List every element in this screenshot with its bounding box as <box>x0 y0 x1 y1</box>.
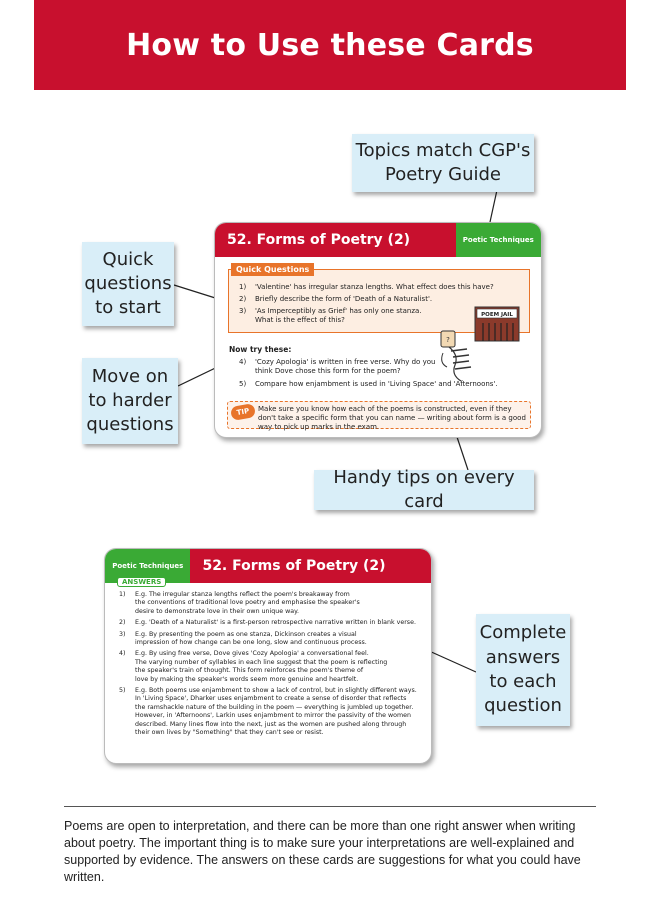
answer-line: 1) E.g. The irregular stanza lengths refl… <box>119 591 350 599</box>
callout-topics-line-2: Poetry Guide <box>385 164 501 185</box>
jail-sign: POEM JAIL <box>481 312 513 318</box>
answer-text: E.g. Both poems use enjambment to show a… <box>135 687 417 694</box>
answer-text: the speaker's train of thought. This for… <box>135 667 364 675</box>
answer-line: 3) E.g. By presenting the poem as one sta… <box>119 631 357 639</box>
callout-answers-line-2: answers <box>485 646 561 668</box>
try-these-label: Now try these: <box>229 345 292 354</box>
question-number: 1) <box>239 283 247 291</box>
question-text: think Dove chose this form for the poem? <box>255 367 401 375</box>
callout-answers-line-4: question <box>484 695 562 717</box>
svg-text:?: ? <box>446 336 450 344</box>
answer-line: In 'Living Space', Dharker uses enjambme… <box>119 695 406 703</box>
question-text: 'Valentine' has irregular stanza lengths… <box>255 283 494 291</box>
connector-tips <box>455 433 469 471</box>
callout-harder-questions: Move on to harder questions <box>82 358 178 444</box>
answer-number: 1) <box>119 591 126 598</box>
answer-number: 4) <box>119 650 126 658</box>
answer-text: E.g. By using free verse, Dove gives 'Co… <box>135 650 369 658</box>
answer-text: However, in 'Afternoons', Larkin uses en… <box>135 712 411 720</box>
callout-topics-line-1: Topics match CGP's <box>355 139 531 161</box>
answer-line: their own lives by "Something" that they… <box>119 729 324 737</box>
answer-line: the speaker's train of thought. This for… <box>119 667 363 675</box>
callout-complete-answers: Complete answers to each question <box>476 614 570 726</box>
callout-quick-questions: Quick questions to start <box>82 242 174 326</box>
answer-text: The varying number of syllables in each … <box>135 658 388 666</box>
callout-quick-line-1: Quick <box>102 248 154 270</box>
answers-badge: ANSWERS <box>117 577 167 587</box>
callout-harder-line-2: to harder <box>88 389 172 411</box>
answer-card: Poetic Techniques 52. Forms of Poetry (2… <box>104 548 432 764</box>
answer-line: 5) E.g. Both poems use enjambment to show… <box>119 687 417 695</box>
answer-card-header: Poetic Techniques 52. Forms of Poetry (2… <box>105 549 431 583</box>
callout-harder-line-1: Move on <box>91 365 169 387</box>
answer-text: described. Many lines flow into the next… <box>135 720 407 728</box>
answer-number: 2) <box>119 619 126 627</box>
footer-divider <box>64 806 596 807</box>
answer-text: E.g. By presenting the poem as one stanz… <box>135 630 357 638</box>
answer-text: In 'Living Space', Dharker uses enjambme… <box>135 695 407 703</box>
question-text: 'Cozy Apologia' is written in free verse… <box>255 358 436 366</box>
answer-line: desire to demonstrate love in their own … <box>119 608 299 616</box>
answer-text: E.g. 'Death of a Naturalist' is a first-… <box>135 619 416 627</box>
callout-quick-line-2: questions <box>84 272 172 294</box>
question-card: 52. Forms of Poetry (2) Poetic Technique… <box>214 222 542 438</box>
answer-number: 3) <box>119 630 126 638</box>
try-question-5: 5) Compare how enjambment is used in 'Liv… <box>239 380 498 389</box>
answer-line: 4) E.g. By using free verse, Dove gives '… <box>119 650 369 658</box>
page-title: How to Use these Cards <box>126 27 534 63</box>
answer-line: described. Many lines flow into the next… <box>119 721 406 729</box>
quick-question-1: 1) 'Valentine' has irregular stanza lengt… <box>239 283 494 292</box>
answer-text: their own lives by "Something" that they… <box>135 729 324 736</box>
callout-quick-line-3: to start <box>95 297 161 319</box>
question-text: Compare how enjambment is used in 'Livin… <box>255 380 498 388</box>
answer-text: desire to demonstrate love in their own … <box>135 607 299 615</box>
question-number: 5) <box>239 380 247 388</box>
quick-questions-label: Quick Questions <box>231 263 315 276</box>
connector-topics <box>489 189 498 223</box>
answer-text: E.g. The irregular stanza lengths reflec… <box>135 591 350 598</box>
answer-line: The varying number of syllables in each … <box>119 659 387 667</box>
answer-line: the ramshackle nature of the building in… <box>119 704 413 712</box>
header-banner: How to Use these Cards <box>34 0 626 90</box>
answer-line: love by making the speaker's words seem … <box>119 676 358 684</box>
callout-answers-line-1: Complete <box>479 622 567 644</box>
answer-number: 5) <box>119 687 126 694</box>
question-number: 4) <box>239 358 247 366</box>
question-card-header: 52. Forms of Poetry (2) Poetic Technique… <box>215 223 541 257</box>
callout-answers-line-3: to each <box>489 671 557 692</box>
question-text: 'As Imperceptibly as Grief' has only one… <box>255 307 422 315</box>
question-card-tag: Poetic Techniques <box>455 223 541 257</box>
tip-badge: TIP <box>229 403 257 421</box>
answer-line: impression of how change can be one long… <box>119 639 367 647</box>
quick-question-2: 2) Briefly describe the form of 'Death of… <box>239 295 432 304</box>
callout-tips: Handy tips on every card <box>314 467 534 512</box>
try-question-4-cont: think Dove chose this form for the poem? <box>239 367 401 376</box>
answer-text: impression of how change can be one long… <box>135 639 367 646</box>
callout-harder-line-3: questions <box>86 414 174 436</box>
question-text: What is the effect of this? <box>255 316 345 324</box>
answer-line: the conventions of traditional love poet… <box>119 599 360 607</box>
answer-line: However, in 'Afternoons', Larkin uses en… <box>119 712 411 720</box>
question-number: 3) <box>239 307 247 315</box>
callout-tips-line-1: Handy tips on every card <box>333 466 515 512</box>
answer-text: the conventions of traditional love poet… <box>135 599 360 607</box>
tip-text: Make sure you know how each of the poems… <box>258 405 526 431</box>
footer-note: Poems are open to interpretation, and th… <box>64 819 581 884</box>
poem-jail-illustration: POEM JAIL ? <box>440 306 520 382</box>
tip-box: TIP Make sure you know how each of the p… <box>227 401 531 431</box>
answer-line: 2) E.g. 'Death of a Naturalist' is a firs… <box>119 619 416 627</box>
question-text: Briefly describe the form of 'Death of a… <box>255 295 433 303</box>
question-number: 2) <box>239 295 247 303</box>
callout-topics: Topics match CGP's Poetry Guide <box>352 134 534 192</box>
quick-question-3-cont: What is the effect of this? <box>239 316 345 325</box>
quick-question-3: 3) 'As Imperceptibly as Grief' has only o… <box>239 307 422 316</box>
answer-text: love by making the speaker's words seem … <box>135 675 359 683</box>
question-card-title: 52. Forms of Poetry (2) <box>215 223 456 257</box>
try-question-4: 4) 'Cozy Apologia' is written in free ver… <box>239 358 435 367</box>
answer-text: the ramshackle nature of the building in… <box>135 703 414 711</box>
answer-card-title: 52. Forms of Poetry (2) <box>190 549 431 583</box>
